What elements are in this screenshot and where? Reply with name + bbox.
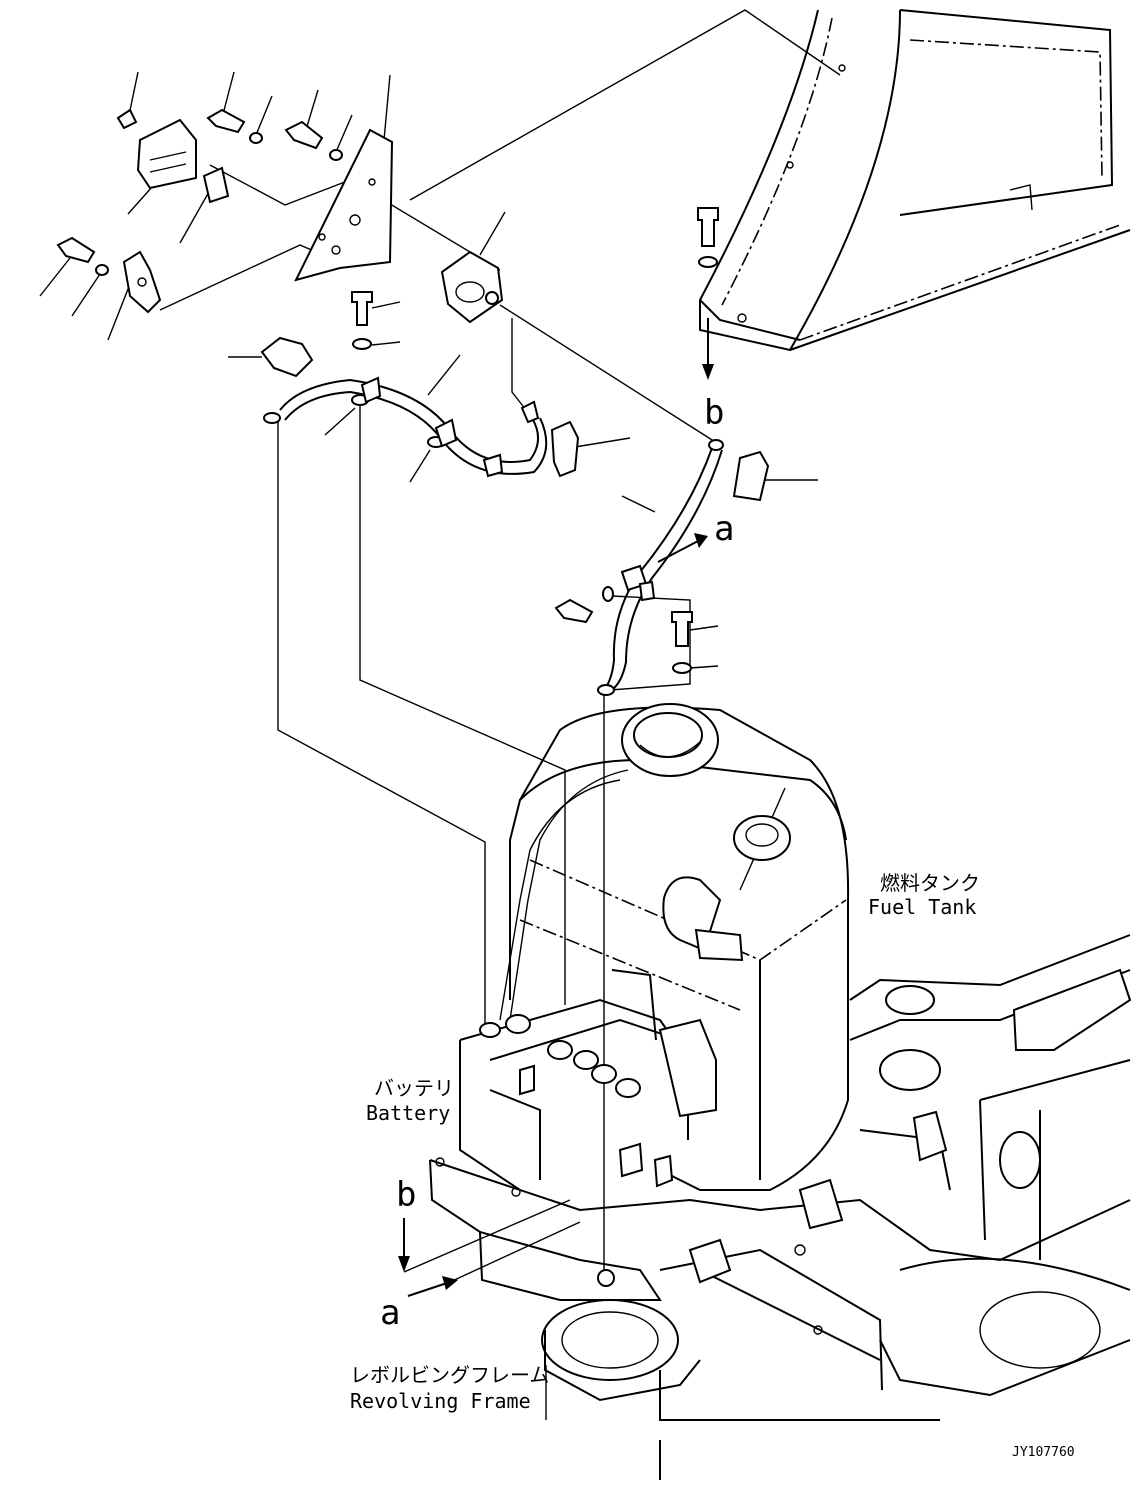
frame-label-jp: レボルビングフレーム xyxy=(350,1363,549,1387)
revolving-frame xyxy=(429,934,1132,1480)
drawing-number: JY107760 xyxy=(1012,1445,1075,1460)
view-arrows xyxy=(398,318,714,1297)
battery-label-en: Battery xyxy=(366,1101,450,1125)
fuel-tank-label-jp: 燃料タンク xyxy=(880,871,980,895)
hardware-right xyxy=(554,207,719,674)
battery xyxy=(459,969,717,1191)
bracket-plate xyxy=(294,128,394,282)
terminal-cover xyxy=(260,336,314,378)
cable-boots xyxy=(550,420,770,502)
leader-lines xyxy=(39,9,841,1270)
battery-cable xyxy=(263,376,548,478)
view-a-detail-label: a xyxy=(714,509,734,549)
ground-cable xyxy=(597,439,724,696)
hardware-mid xyxy=(351,291,373,350)
battery-label-jp: バッテリ xyxy=(374,1076,454,1100)
battery-relay xyxy=(440,250,504,324)
frame-label-en: Revolving Frame xyxy=(350,1389,531,1413)
hardware-top xyxy=(56,108,343,276)
relay-cover xyxy=(136,118,230,204)
view-b-arrow-label: b xyxy=(396,1175,416,1215)
fuel-tank-label-en: Fuel Tank xyxy=(868,895,976,919)
cover-panel xyxy=(699,9,1131,352)
fuse-holder xyxy=(122,250,162,314)
fuel-tank xyxy=(499,703,850,1191)
view-b-detail-label: b xyxy=(704,393,724,433)
view-a-arrow-label: a xyxy=(380,1293,400,1333)
